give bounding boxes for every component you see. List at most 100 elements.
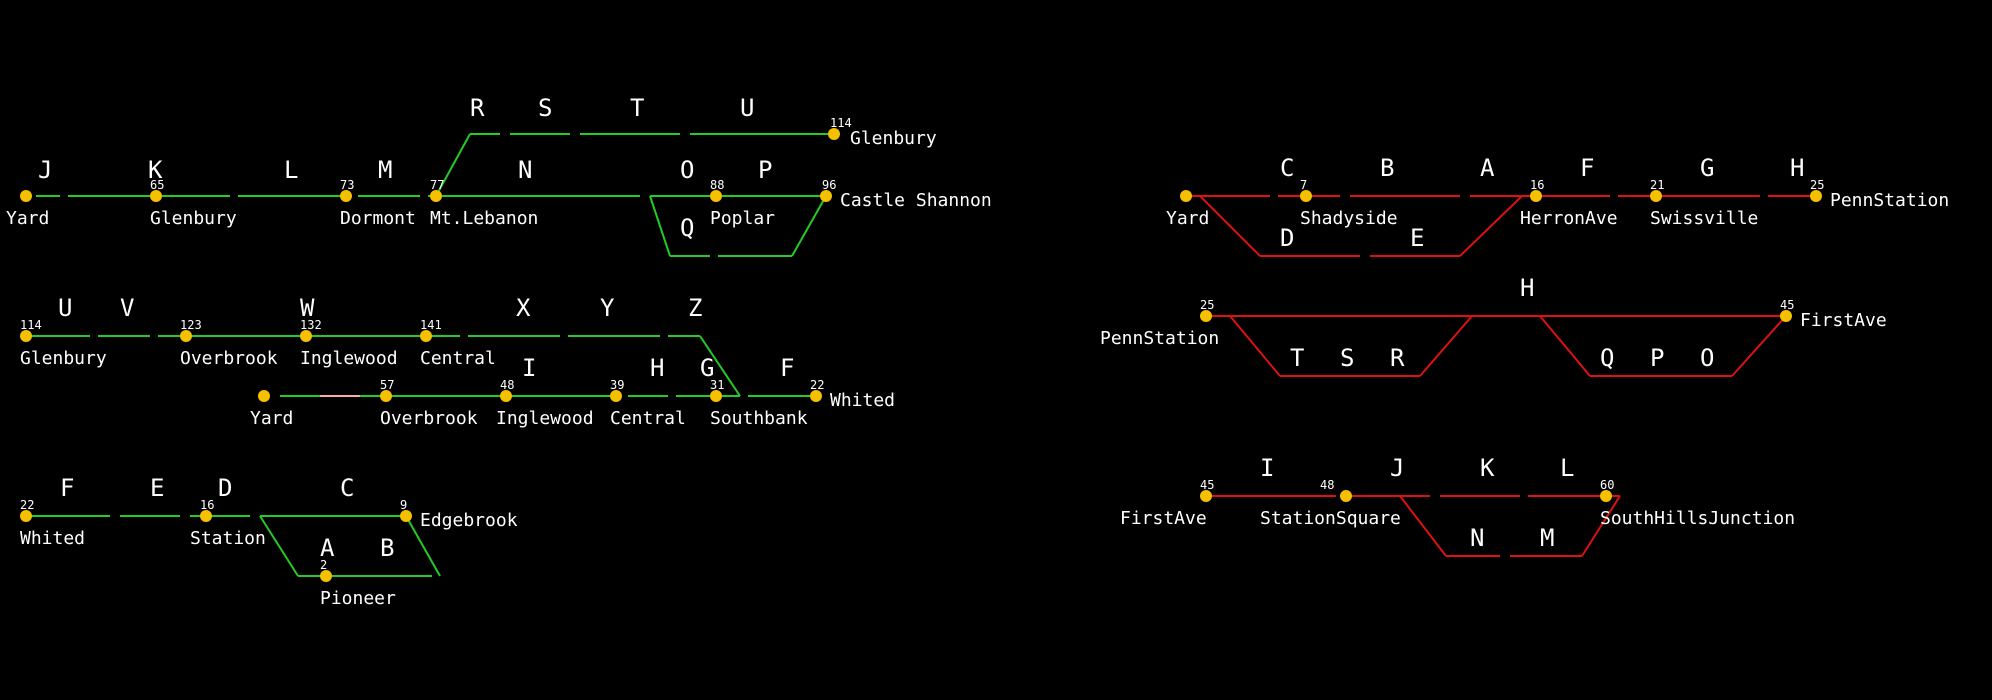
segment-label: H	[1520, 274, 1534, 302]
segment-label: U	[58, 294, 72, 322]
red-milepost-labels: 7 16 21 25 25 45 45 48 60	[1200, 178, 1824, 492]
station-label: Whited	[20, 528, 85, 549]
track-segment	[1419, 315, 1473, 377]
station-label: FirstAve	[1800, 310, 1887, 331]
station-dot[interactable]	[828, 128, 840, 140]
track-segment	[1199, 195, 1261, 257]
station-dot[interactable]	[1650, 190, 1662, 202]
station-dot[interactable]	[380, 390, 392, 402]
station-dots	[20, 128, 1822, 582]
station-label: Glenbury	[20, 348, 107, 369]
station-label: Glenbury	[850, 128, 937, 149]
milepost-label: 16	[200, 498, 214, 512]
station-label: Whited	[830, 390, 895, 411]
milepost-label: 114	[830, 116, 852, 130]
station-dot[interactable]	[400, 510, 412, 522]
station-dot[interactable]	[20, 510, 32, 522]
segment-label: A	[1480, 154, 1495, 182]
milepost-label: 73	[340, 178, 354, 192]
station-label: Yard	[6, 208, 49, 229]
station-label: SouthHillsJunction	[1600, 508, 1795, 529]
segment-label: W	[300, 294, 315, 322]
milepost-label: 45	[1780, 298, 1794, 312]
green-segment-labels: J K L M R S T U N O P Q U V W X Y Z I H …	[38, 94, 794, 562]
segment-label: C	[1280, 154, 1294, 182]
station-dot[interactable]	[500, 390, 512, 402]
milepost-label: 141	[420, 318, 442, 332]
station-label: FirstAve	[1120, 508, 1207, 529]
milepost-label: 31	[710, 378, 724, 392]
segment-label: F	[1580, 154, 1594, 182]
segment-label: X	[516, 294, 531, 322]
milepost-label: 114	[20, 318, 42, 332]
station-dot[interactable]	[20, 190, 32, 202]
milepost-label: 77	[430, 178, 444, 192]
station-dot[interactable]	[150, 190, 162, 202]
station-label: Edgebrook	[420, 510, 518, 531]
station-dot[interactable]	[1180, 190, 1192, 202]
station-dot[interactable]	[1200, 490, 1212, 502]
segment-label: H	[1790, 154, 1804, 182]
track-segment	[1539, 315, 1591, 377]
station-dot[interactable]	[1780, 310, 1792, 322]
segment-label: N	[518, 156, 532, 184]
track-segment	[1581, 495, 1621, 557]
station-dot[interactable]	[1530, 190, 1542, 202]
station-dot[interactable]	[20, 330, 32, 342]
segment-label: V	[120, 294, 134, 322]
segment-label: S	[1340, 344, 1354, 372]
segment-label: Z	[688, 294, 702, 322]
station-dot[interactable]	[430, 190, 442, 202]
station-label: Shadyside	[1300, 208, 1398, 229]
milepost-label: 48	[500, 378, 514, 392]
green-milepost-labels: 65 73 77 114 96 88 114 123 132 141 57 48…	[20, 116, 852, 572]
station-dot[interactable]	[710, 190, 722, 202]
station-dot[interactable]	[340, 190, 352, 202]
segment-label: K	[148, 156, 163, 184]
segment-label: G	[700, 354, 714, 382]
station-dot[interactable]	[1300, 190, 1312, 202]
track-segment	[791, 195, 827, 257]
station-dot[interactable]	[820, 190, 832, 202]
station-dot[interactable]	[1340, 490, 1352, 502]
milepost-label: 57	[380, 378, 394, 392]
track-segment	[435, 133, 471, 197]
green-station-labels: Yard Glenbury Dormont Mt.Lebanon Glenbur…	[6, 128, 992, 609]
station-dot[interactable]	[1810, 190, 1822, 202]
segment-label: E	[1410, 224, 1424, 252]
station-label: Glenbury	[150, 208, 237, 229]
segment-label: L	[1560, 454, 1574, 482]
red-line-tracks	[1186, 195, 1816, 557]
milepost-label: 9	[400, 498, 407, 512]
milepost-label: 7	[1300, 178, 1307, 192]
station-dot[interactable]	[1600, 490, 1612, 502]
milepost-label: 39	[610, 378, 624, 392]
station-dot[interactable]	[180, 330, 192, 342]
segment-label: B	[380, 534, 394, 562]
station-dot[interactable]	[258, 390, 270, 402]
station-dot[interactable]	[810, 390, 822, 402]
station-dot[interactable]	[200, 510, 212, 522]
segment-label: P	[758, 156, 772, 184]
station-dot[interactable]	[1200, 310, 1212, 322]
milepost-label: 65	[150, 178, 164, 192]
milepost-label: 21	[1650, 178, 1664, 192]
station-label: Yard	[1166, 208, 1209, 229]
red-station-labels: Yard Shadyside HerronAve Swissville Penn…	[1100, 190, 1949, 529]
milepost-label: 22	[20, 498, 34, 512]
station-label: Inglewood	[496, 408, 594, 429]
station-label: Poplar	[710, 208, 775, 229]
station-dot[interactable]	[300, 330, 312, 342]
milepost-label: 25	[1810, 178, 1824, 192]
station-label: Inglewood	[300, 348, 398, 369]
segment-label: K	[1480, 454, 1495, 482]
station-dot[interactable]	[320, 570, 332, 582]
station-dot[interactable]	[710, 390, 722, 402]
track-segment	[1229, 315, 1281, 377]
station-dot[interactable]	[610, 390, 622, 402]
station-dot[interactable]	[420, 330, 432, 342]
track-segment	[405, 515, 441, 577]
milepost-label: 88	[710, 178, 724, 192]
segment-label: E	[150, 474, 164, 502]
segment-label: P	[1650, 344, 1664, 372]
